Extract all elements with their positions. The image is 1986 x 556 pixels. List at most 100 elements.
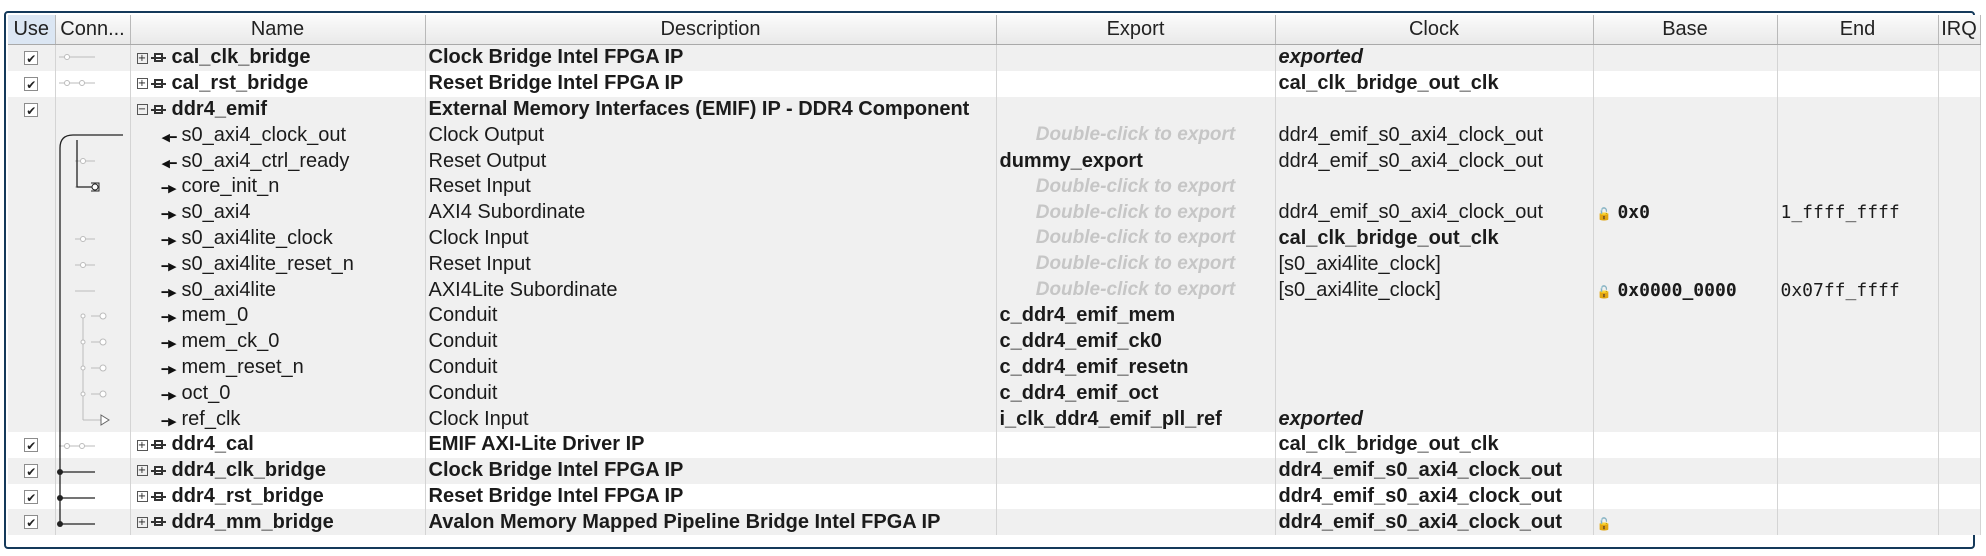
- export-placeholder[interactable]: Double-click to export: [1035, 253, 1236, 275]
- base-cell[interactable]: 🔓0x0000_0000: [1593, 277, 1778, 303]
- base-cell[interactable]: [1593, 70, 1778, 97]
- export-cell[interactable]: c_ddr4_emif_resetn: [996, 354, 1276, 381]
- collapse-minus-icon[interactable]: −: [136, 104, 148, 116]
- expand-plus-icon[interactable]: +: [136, 439, 148, 451]
- name-cell[interactable]: ━▶s0_axi4lite: [130, 277, 426, 303]
- name-cell[interactable]: ━▶s0_axi4lite_reset_n: [130, 251, 426, 278]
- name-cell[interactable]: ━▶mem_ck_0: [130, 328, 426, 355]
- connection-cell[interactable]: [55, 277, 131, 303]
- use-cell[interactable]: ✔: [8, 483, 56, 510]
- clock-cell[interactable]: ddr4_emif_s0_axi4_clock_out: [1275, 509, 1594, 536]
- connection-cell[interactable]: [55, 509, 131, 536]
- table-row[interactable]: ━▶oct_0 Conduit c_ddr4_emif_oct: [8, 380, 1981, 407]
- export-cell[interactable]: Double-click to export: [996, 199, 1276, 226]
- base-cell[interactable]: [1593, 328, 1778, 355]
- connection-cell[interactable]: [55, 406, 131, 432]
- export-cell[interactable]: Double-click to export: [996, 122, 1276, 149]
- export-cell[interactable]: [996, 457, 1276, 484]
- expand-plus-icon[interactable]: +: [136, 465, 148, 477]
- export-cell[interactable]: Double-click to export: [996, 251, 1276, 278]
- table-row[interactable]: ✔ +ddr4_clk_bridge Clock Bridge Intel FP…: [8, 457, 1981, 484]
- clock-cell[interactable]: [1275, 354, 1594, 381]
- name-cell[interactable]: ━▶oct_0: [130, 380, 426, 407]
- column-header-clock[interactable]: Clock: [1275, 15, 1594, 45]
- connection-cell[interactable]: [55, 199, 131, 226]
- connection-cell[interactable]: [55, 173, 131, 200]
- column-header-name[interactable]: Name: [130, 15, 426, 45]
- clock-cell[interactable]: [s0_axi4lite_clock]: [1275, 251, 1594, 278]
- base-cell[interactable]: [1593, 406, 1778, 432]
- use-cell[interactable]: ✔: [8, 457, 56, 484]
- expand-plus-icon[interactable]: +: [136, 78, 148, 90]
- export-placeholder[interactable]: Double-click to export: [1035, 279, 1236, 301]
- export-cell[interactable]: [996, 96, 1276, 123]
- export-cell[interactable]: Double-click to export: [996, 225, 1276, 252]
- expand-plus-icon[interactable]: +: [136, 516, 148, 528]
- connection-cell[interactable]: [55, 431, 131, 458]
- lock-icon[interactable]: 🔓: [1596, 207, 1612, 222]
- expand-plus-icon[interactable]: +: [136, 52, 148, 64]
- use-cell[interactable]: ✔: [8, 44, 56, 71]
- connection-cell[interactable]: [55, 70, 131, 97]
- clock-cell[interactable]: [1275, 173, 1594, 200]
- name-cell[interactable]: ━▶ref_clk: [130, 406, 426, 432]
- column-header-description[interactable]: Description: [425, 15, 997, 45]
- connection-cell[interactable]: [55, 354, 131, 381]
- export-cell[interactable]: dummy_export: [996, 148, 1276, 174]
- table-row[interactable]: ✔ +cal_clk_bridge Clock Bridge Intel FPG…: [8, 44, 1981, 71]
- export-cell[interactable]: Double-click to export: [996, 173, 1276, 200]
- table-row[interactable]: ◀━s0_axi4_ctrl_ready Reset Output dummy_…: [8, 148, 1981, 174]
- name-cell[interactable]: −ddr4_emif: [130, 96, 426, 123]
- export-cell[interactable]: c_ddr4_emif_mem: [996, 302, 1276, 329]
- use-cell[interactable]: ✔: [8, 96, 56, 123]
- connection-cell[interactable]: [55, 457, 131, 484]
- connection-cell[interactable]: [55, 122, 131, 149]
- table-row[interactable]: ✔ +ddr4_rst_bridge Reset Bridge Intel FP…: [8, 483, 1981, 510]
- base-cell[interactable]: 🔓0x0: [1593, 199, 1778, 226]
- name-cell[interactable]: +cal_rst_bridge: [130, 70, 426, 97]
- clock-cell[interactable]: [1275, 380, 1594, 407]
- clock-cell[interactable]: [1275, 328, 1594, 355]
- name-cell[interactable]: ◀━s0_axi4_clock_out: [130, 122, 426, 149]
- table-row[interactable]: ━▶s0_axi4lite AXI4Lite Subordinate Doubl…: [8, 277, 1981, 303]
- base-cell[interactable]: [1593, 302, 1778, 329]
- connection-cell[interactable]: [55, 483, 131, 510]
- base-cell[interactable]: [1593, 173, 1778, 200]
- checkbox-checked-icon[interactable]: ✔: [24, 489, 39, 505]
- clock-cell[interactable]: ddr4_emif_s0_axi4_clock_out: [1275, 457, 1594, 484]
- table-row[interactable]: ━▶core_init_n Reset Input Double-click t…: [8, 173, 1981, 200]
- table-row[interactable]: ━▶s0_axi4 AXI4 Subordinate Double-click …: [8, 199, 1981, 226]
- lock-icon[interactable]: 🔓: [1596, 284, 1612, 299]
- clock-cell[interactable]: [1275, 96, 1594, 123]
- name-cell[interactable]: ━▶mem_reset_n: [130, 354, 426, 381]
- clock-cell[interactable]: ddr4_emif_s0_axi4_clock_out: [1275, 199, 1594, 226]
- clock-cell[interactable]: cal_clk_bridge_out_clk: [1275, 431, 1594, 458]
- connection-cell[interactable]: [55, 148, 131, 174]
- column-header-end[interactable]: End: [1777, 15, 1939, 45]
- table-row[interactable]: ◀━s0_axi4_clock_out Clock Output Double-…: [8, 122, 1981, 149]
- column-header-use[interactable]: Use: [8, 15, 56, 45]
- connection-cell[interactable]: [55, 302, 131, 329]
- export-cell[interactable]: c_ddr4_emif_oct: [996, 380, 1276, 407]
- clock-cell[interactable]: exported: [1275, 44, 1594, 71]
- name-cell[interactable]: ◀━s0_axi4_ctrl_ready: [130, 148, 426, 174]
- name-cell[interactable]: +ddr4_cal: [130, 431, 426, 458]
- table-row[interactable]: ✔ −ddr4_emif External Memory Interfaces …: [8, 96, 1981, 123]
- column-header-connections[interactable]: Conn...: [55, 15, 131, 45]
- export-cell[interactable]: [996, 483, 1276, 510]
- clock-cell[interactable]: ddr4_emif_s0_axi4_clock_out: [1275, 483, 1594, 510]
- checkbox-checked-icon[interactable]: ✔: [24, 51, 39, 67]
- clock-cell[interactable]: cal_clk_bridge_out_clk: [1275, 225, 1594, 252]
- export-cell[interactable]: [996, 431, 1276, 458]
- table-row[interactable]: ✔ +cal_rst_bridge Reset Bridge Intel FPG…: [8, 70, 1981, 97]
- export-placeholder[interactable]: Double-click to export: [1035, 227, 1236, 249]
- clock-cell[interactable]: [1275, 302, 1594, 329]
- base-cell[interactable]: [1593, 483, 1778, 510]
- table-row[interactable]: ✔ +ddr4_mm_bridge Avalon Memory Mapped P…: [8, 509, 1981, 536]
- export-placeholder[interactable]: Double-click to export: [1035, 124, 1236, 146]
- base-cell[interactable]: [1593, 380, 1778, 407]
- base-cell[interactable]: [1593, 44, 1778, 71]
- table-row[interactable]: ━▶mem_reset_n Conduit c_ddr4_emif_resetn: [8, 354, 1981, 381]
- name-cell[interactable]: +cal_clk_bridge: [130, 44, 426, 71]
- export-placeholder[interactable]: Double-click to export: [1035, 201, 1236, 223]
